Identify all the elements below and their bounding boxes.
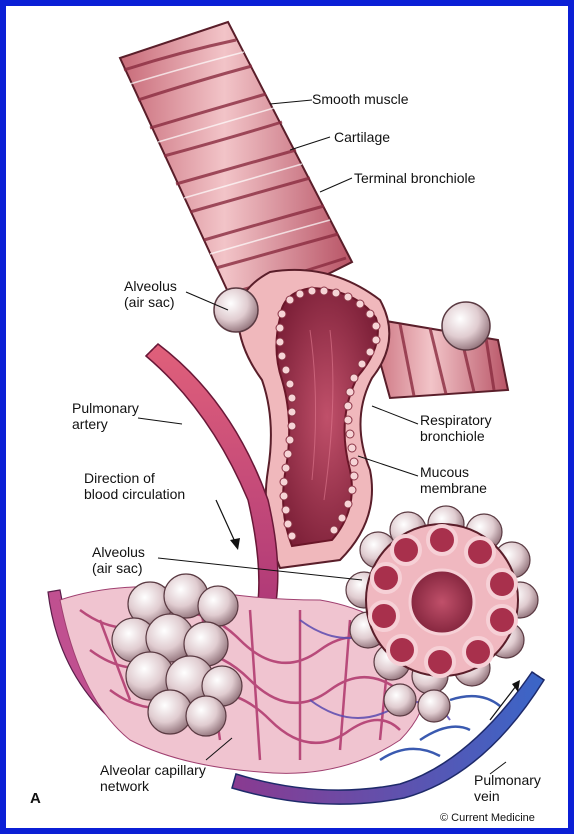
label-pulmonary-artery: Pulmonary artery — [72, 400, 139, 432]
label-cartilage: Cartilage — [334, 129, 390, 145]
label-direction-blood: Direction of blood circulation — [84, 470, 185, 502]
label-alveolar-capillary: Alveolar capillary network — [100, 762, 206, 794]
label-pulmonary-vein: Pulmonary vein — [474, 772, 541, 804]
label-alveolus-bottom: Alveolus (air sac) — [92, 544, 145, 576]
label-mucous-membrane: Mucous membrane — [420, 464, 487, 496]
right-branch-tube — [368, 302, 508, 398]
respiratory-bronchiole — [214, 270, 389, 568]
label-smooth-muscle: Smooth muscle — [312, 91, 408, 107]
copyright-credit: © Current Medicine — [440, 812, 535, 824]
label-terminal-bronchiole: Terminal bronchiole — [354, 170, 475, 186]
label-respiratory-bronchiole: Respiratory bronchiole — [420, 412, 492, 444]
blood-flow-arrow — [216, 500, 240, 550]
label-alveolus-top: Alveolus (air sac) — [124, 278, 177, 310]
panel-letter: A — [30, 790, 41, 807]
